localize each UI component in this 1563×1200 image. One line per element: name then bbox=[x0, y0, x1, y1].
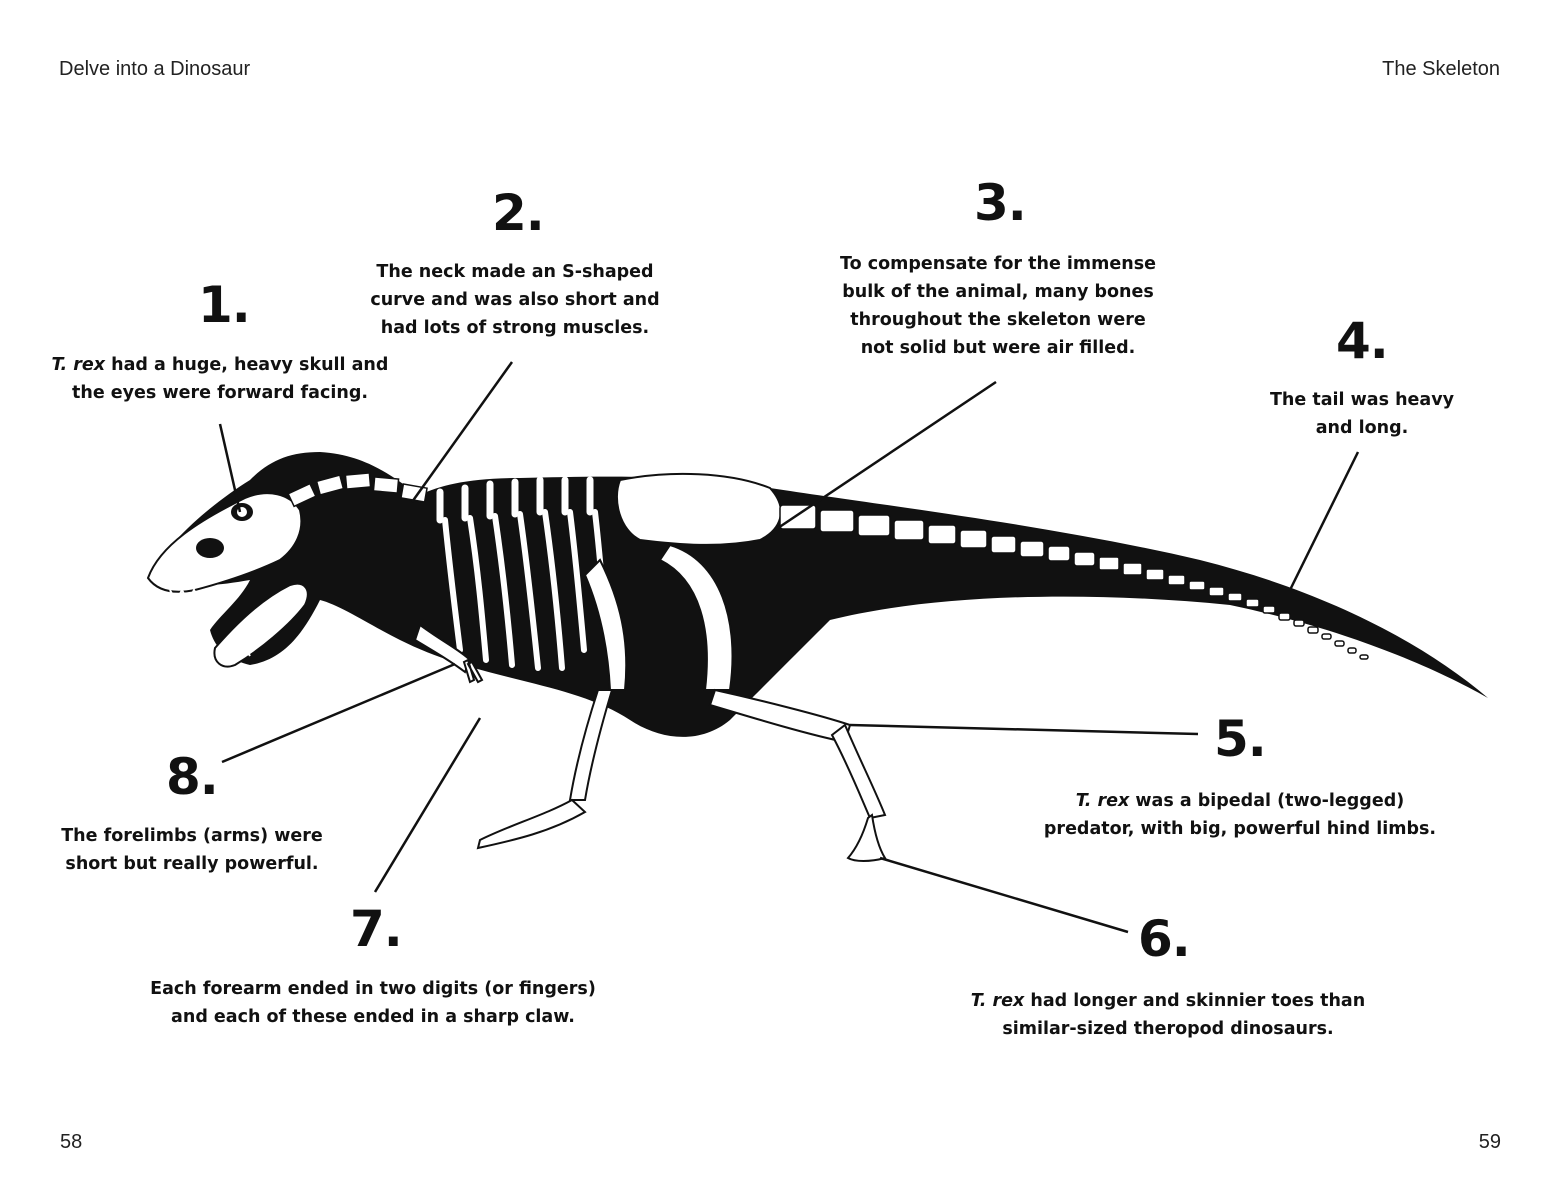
leader-line-6 bbox=[879, 856, 1129, 934]
leader-line-3 bbox=[774, 380, 997, 532]
hind-leg-far bbox=[476, 558, 628, 850]
running-header-left: Delve into a Dinosaur bbox=[59, 58, 251, 80]
callout-text-8: The forelimbs (arms) were short but real… bbox=[61, 826, 323, 874]
callout-number-4: 4. bbox=[1336, 312, 1389, 370]
hind-leg-near bbox=[658, 543, 887, 862]
body-silhouette bbox=[150, 452, 1488, 737]
callout-number-8: 8. bbox=[166, 748, 219, 806]
callout-text-7: Each forearm ended in two digits (or fin… bbox=[150, 979, 596, 1027]
trex-skeleton-illustration bbox=[146, 452, 1488, 862]
callout-text-1-body: had a huge, heavy skull and the eyes wer… bbox=[72, 355, 389, 403]
leader-line-7 bbox=[373, 717, 482, 893]
callout-number-7: 7. bbox=[350, 900, 403, 958]
callout-text-2: The neck made an S-shaped curve and was … bbox=[370, 262, 660, 338]
page-number-left: 58 bbox=[60, 1131, 83, 1153]
neck-vertebrae bbox=[287, 472, 428, 508]
page-number-right: 59 bbox=[1478, 1131, 1501, 1153]
callout-number-1: 1. bbox=[198, 276, 251, 334]
callout-text-6-body: had longer and skinnier toes than simila… bbox=[1002, 991, 1366, 1039]
leader-lines bbox=[218, 361, 1360, 934]
callout-text-6: T. rex had longer and skinnier toes than… bbox=[968, 987, 1368, 1043]
leader-line-2 bbox=[410, 361, 514, 503]
skull bbox=[146, 492, 309, 668]
forelimb bbox=[413, 623, 484, 684]
callout-text-5: T. rex was a bipedal (two-legged) predat… bbox=[1040, 787, 1440, 843]
callout-number-5: 5. bbox=[1214, 710, 1267, 768]
callout-number-6: 6. bbox=[1138, 910, 1191, 968]
dorsal-spines bbox=[436, 476, 594, 524]
tail-vertebrae bbox=[779, 504, 1369, 660]
leader-line-8 bbox=[221, 662, 456, 764]
callout-text-5-species: T. rex bbox=[1075, 791, 1130, 811]
callout-text-4: The tail was heavy and long. bbox=[1269, 390, 1455, 438]
callout-number-2: 2. bbox=[492, 184, 545, 242]
leader-line-1 bbox=[218, 423, 242, 513]
ribcage bbox=[442, 509, 609, 671]
callout-text-3: To compensate for the immense bulk of th… bbox=[840, 254, 1156, 358]
callout-text-5-body: was a bipedal (two-legged) predator, wit… bbox=[1043, 791, 1437, 839]
callout-text-1-species: T. rex bbox=[51, 355, 106, 375]
callout-number-3: 3. bbox=[974, 174, 1027, 232]
pelvis bbox=[615, 472, 782, 546]
callout-text-1: T. rex had a huge, heavy skull and the e… bbox=[40, 351, 400, 407]
callout-text-6-species: T. rex bbox=[970, 991, 1025, 1011]
running-header-right: The Skeleton bbox=[1382, 58, 1500, 80]
leader-line-4 bbox=[1288, 451, 1360, 591]
leader-line-5 bbox=[849, 723, 1199, 736]
